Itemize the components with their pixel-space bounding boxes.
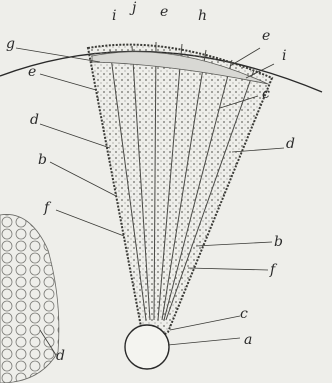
label-e-top: e (160, 4, 168, 20)
label-b-right: b (274, 234, 283, 250)
label-d-right: d (286, 136, 295, 152)
label-j-top: j (129, 0, 137, 16)
label-c-right: c (262, 86, 270, 102)
label-g-left: g (6, 36, 15, 52)
label-f-left: f (43, 200, 52, 216)
apex-bulb (125, 325, 169, 369)
label-d-left: d (30, 112, 39, 128)
label-b-left: b (38, 152, 47, 168)
label-d-bottom: d (56, 348, 65, 364)
label-e-left: e (28, 64, 36, 80)
label-f-right: f (269, 262, 278, 278)
cell-tissue (0, 214, 59, 383)
label-h-top: h (198, 8, 207, 24)
label-e-right: e (262, 28, 270, 44)
label-c-lower: c (240, 306, 248, 322)
label-i-top: i (112, 8, 116, 24)
label-a-lower: a (244, 332, 252, 348)
label-i-right: i (282, 48, 286, 64)
